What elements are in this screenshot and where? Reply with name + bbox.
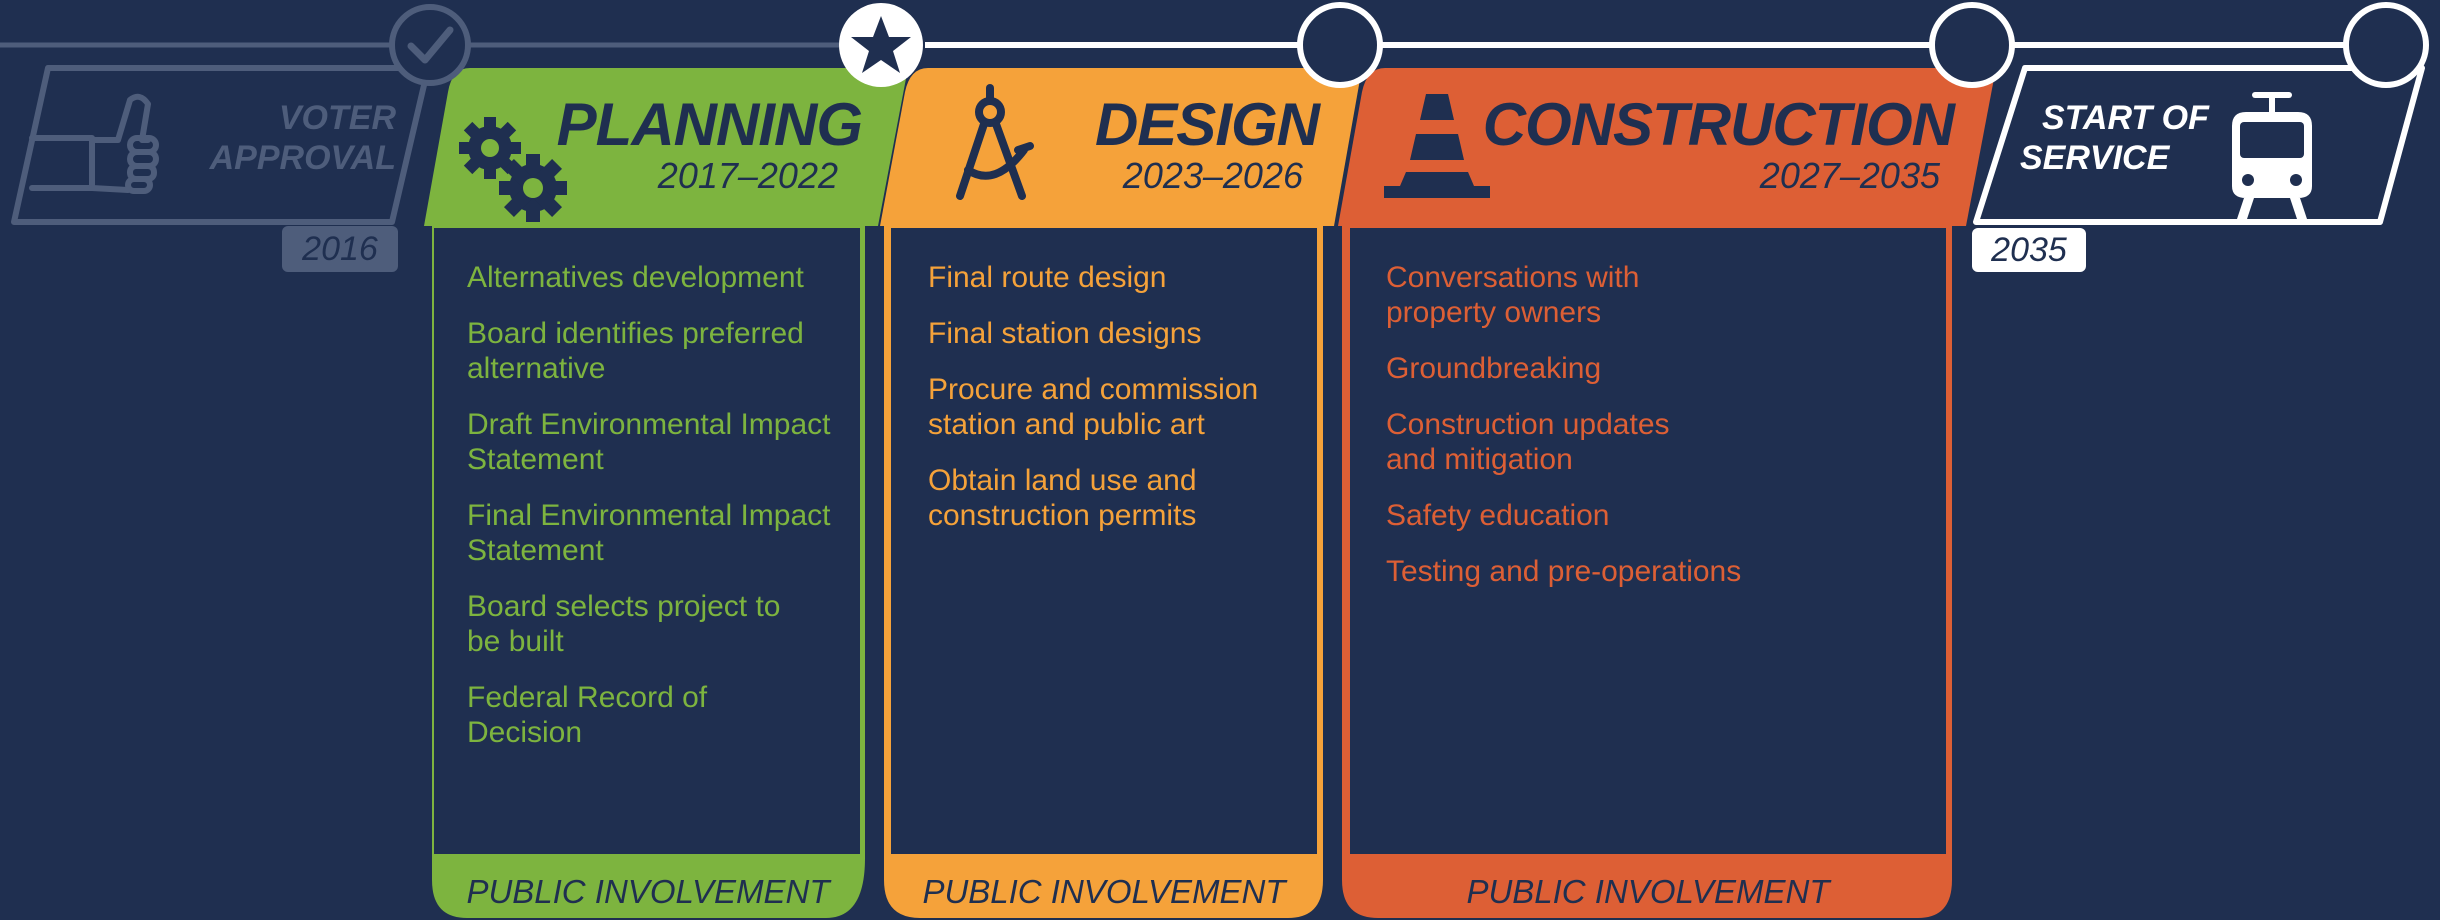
design-years: 2023–2026 [1122,155,1303,196]
planning-public-involvement: PUBLIC INVOLVEMENT [466,873,830,910]
gears-icon [459,117,567,222]
list-item: Procure and commission station and publi… [928,373,1259,441]
list-item: Groundbreaking [1386,352,1602,385]
list-item: Final Environmental Impact Statement [467,499,831,567]
list-item: Draft Environmental Impact Statement [467,408,831,476]
milestone-design [1297,2,1383,88]
construction-years: 2027–2035 [1759,155,1940,196]
construction-public-involvement: PUBLIC INVOLVEMENT [1466,873,1830,910]
voter-approval-line2: APPROVAL [209,139,396,177]
planning-column [424,68,908,918]
start-of-service-line1: START OF [2042,99,2209,137]
list-item: Final station designs [928,317,1202,350]
design-title: DESIGN [1094,91,1320,158]
traffic-cone-icon [1384,94,1490,198]
voter-approval-label: VOTER APPROVAL [180,98,396,178]
list-item: Final route design [928,261,1167,294]
voter-approval-line1: VOTER [278,99,396,137]
milestone-start-of-service [2343,2,2429,88]
train-icon [2232,92,2312,222]
list-item: Alternatives development [467,261,804,294]
list-item: Board identifies preferred alternative [467,317,804,385]
start-of-service-year: 2035 [1991,231,2067,269]
design-public-involvement: PUBLIC INVOLVEMENT [922,873,1286,910]
planning-years: 2017–2022 [657,155,838,196]
milestone-construction [1929,2,2015,88]
construction-items: Conversations with property owners Groun… [1386,260,1806,610]
milestone-voter-check [389,4,471,86]
planning-title: PLANNING [556,91,863,158]
list-item: Construction updates and mitigation [1386,408,1670,476]
construction-column [1338,68,1996,918]
design-column [880,68,1362,918]
voter-approval-banner [11,65,431,272]
list-item: Safety education [1386,499,1610,532]
construction-title: CONSTRUCTION [1482,91,1955,158]
check-icon [407,26,454,64]
star-icon [851,16,911,73]
start-of-service-label: START OF SERVICE [2020,98,2210,178]
list-item: Conversations with property owners [1386,261,1640,329]
drafting-compass-icon [956,84,1034,200]
planning-items: Alternatives development Board identifie… [467,260,847,771]
milestone-planning-current [839,3,923,87]
list-item: Obtain land use and construction permits [928,464,1197,532]
voter-approval-year: 2016 [302,230,378,268]
list-item: Board selects project to be built [467,590,781,658]
start-of-service-banner [1972,65,2425,272]
thumbs-up-icon [29,93,159,194]
start-of-service-line2: SERVICE [2020,139,2170,177]
design-items: Final route design Final station designs… [928,260,1308,554]
list-item: Testing and pre-operations [1386,555,1742,588]
list-item: Federal Record of Decision [467,681,708,749]
